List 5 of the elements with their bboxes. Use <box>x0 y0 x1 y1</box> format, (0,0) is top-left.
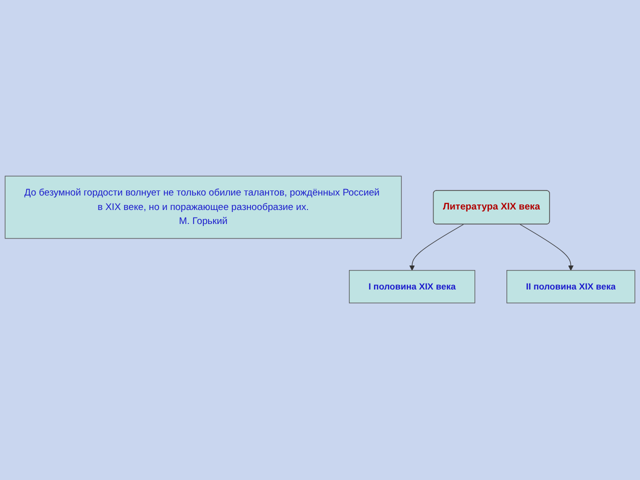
node-box: До безумной гордости волнует не только обилие талантов, рождённых Россией в XIX веке, но и поражающее разнообразие их. М. Горький <box>4 176 402 240</box>
node-box: II половина XIX века <box>506 270 636 304</box>
arrow <box>409 224 464 272</box>
arrow <box>520 224 574 272</box>
node-box: I половина XIX века <box>348 270 476 304</box>
